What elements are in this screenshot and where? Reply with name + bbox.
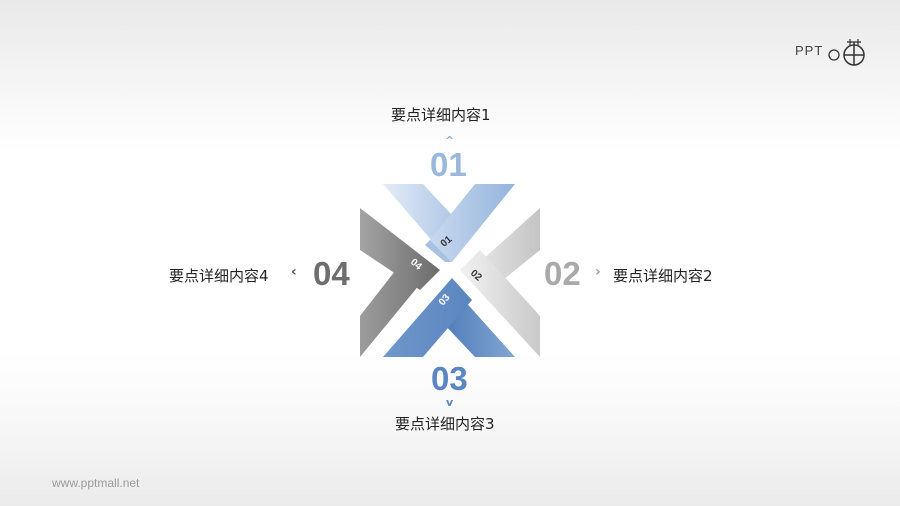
point-label-01: 要点详细内容1	[391, 106, 491, 124]
segment-01: 01	[383, 184, 515, 262]
circle-cross-icon	[828, 39, 865, 66]
logo-text: PPT	[795, 43, 824, 58]
segment-03: 03	[383, 278, 515, 357]
point-label-04: 要点详细内容4	[169, 267, 269, 285]
up-arrow-icon: ^	[445, 134, 455, 147]
point-number-02: 02	[544, 255, 581, 292]
point-label-03: 要点详细内容3	[395, 415, 495, 433]
watermark: www.pptmall.net	[52, 476, 140, 490]
logo: PPT	[795, 38, 875, 68]
x-diagram: 01 02 03 04	[360, 184, 540, 357]
segment-04: 04	[360, 208, 440, 357]
segment-02: 02	[460, 208, 540, 357]
point-number-03: 03	[431, 360, 468, 397]
point-number-04: 04	[313, 255, 350, 292]
left-arrow-icon: ‹	[291, 264, 297, 280]
point-label-02: 要点详细内容2	[613, 267, 713, 285]
down-arrow-icon: v	[446, 396, 454, 409]
right-arrow-icon: ›	[595, 264, 601, 280]
point-number-01: 01	[430, 146, 467, 183]
